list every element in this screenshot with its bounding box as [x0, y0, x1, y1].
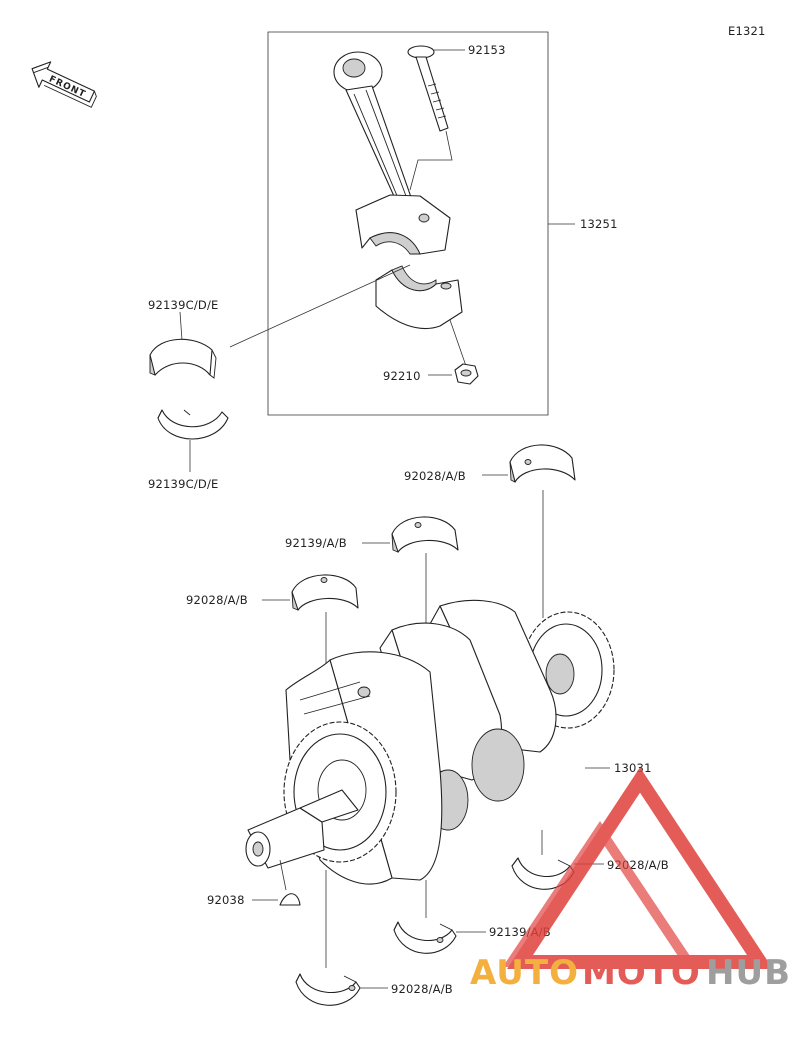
label-13031: 13031 [614, 761, 652, 775]
label-92028ab-left-top: 92028/A/B [186, 593, 248, 607]
label-92028ab-right-top: 92028/A/B [404, 469, 466, 483]
label-92139cde-bottom: 92139C/D/E [148, 477, 218, 491]
diagram-code: E1321 [728, 24, 766, 38]
main-bearing-center-bottom [393, 921, 457, 954]
bolt-92153 [407, 45, 449, 132]
label-92038: 92038 [207, 893, 245, 907]
label-92139cde-top: 92139C/D/E [148, 298, 218, 312]
key-92038 [279, 893, 301, 906]
nut-92210 [454, 363, 479, 385]
label-92210: 92210 [383, 369, 421, 383]
main-bearing-center-top [391, 516, 459, 553]
rod-cap [375, 265, 463, 330]
main-bearing-left-top [291, 574, 359, 611]
label-92028ab-left-bottom: 92028/A/B [391, 982, 453, 996]
label-92153: 92153 [468, 43, 506, 57]
front-arrow-icon: FRONT [31, 61, 97, 108]
rod-group-bracket [267, 31, 549, 416]
main-bearing-right-top [509, 444, 576, 483]
crankshaft [245, 599, 615, 885]
rod-bearing-shell-upper [149, 338, 217, 379]
watermark-text-moto: MOTO [582, 953, 701, 993]
watermark-text-auto: AUTO [470, 953, 579, 993]
connecting-rod [333, 51, 451, 255]
watermark-logo: AUTO MOTO HUB [470, 767, 791, 993]
watermark-text-hub: HUB [706, 953, 791, 993]
main-bearing-left-bottom [295, 973, 361, 1006]
label-13251: 13251 [580, 217, 618, 231]
label-92139ab-center-top: 92139/A/B [285, 536, 347, 550]
rod-bearing-shell-lower [157, 409, 229, 440]
